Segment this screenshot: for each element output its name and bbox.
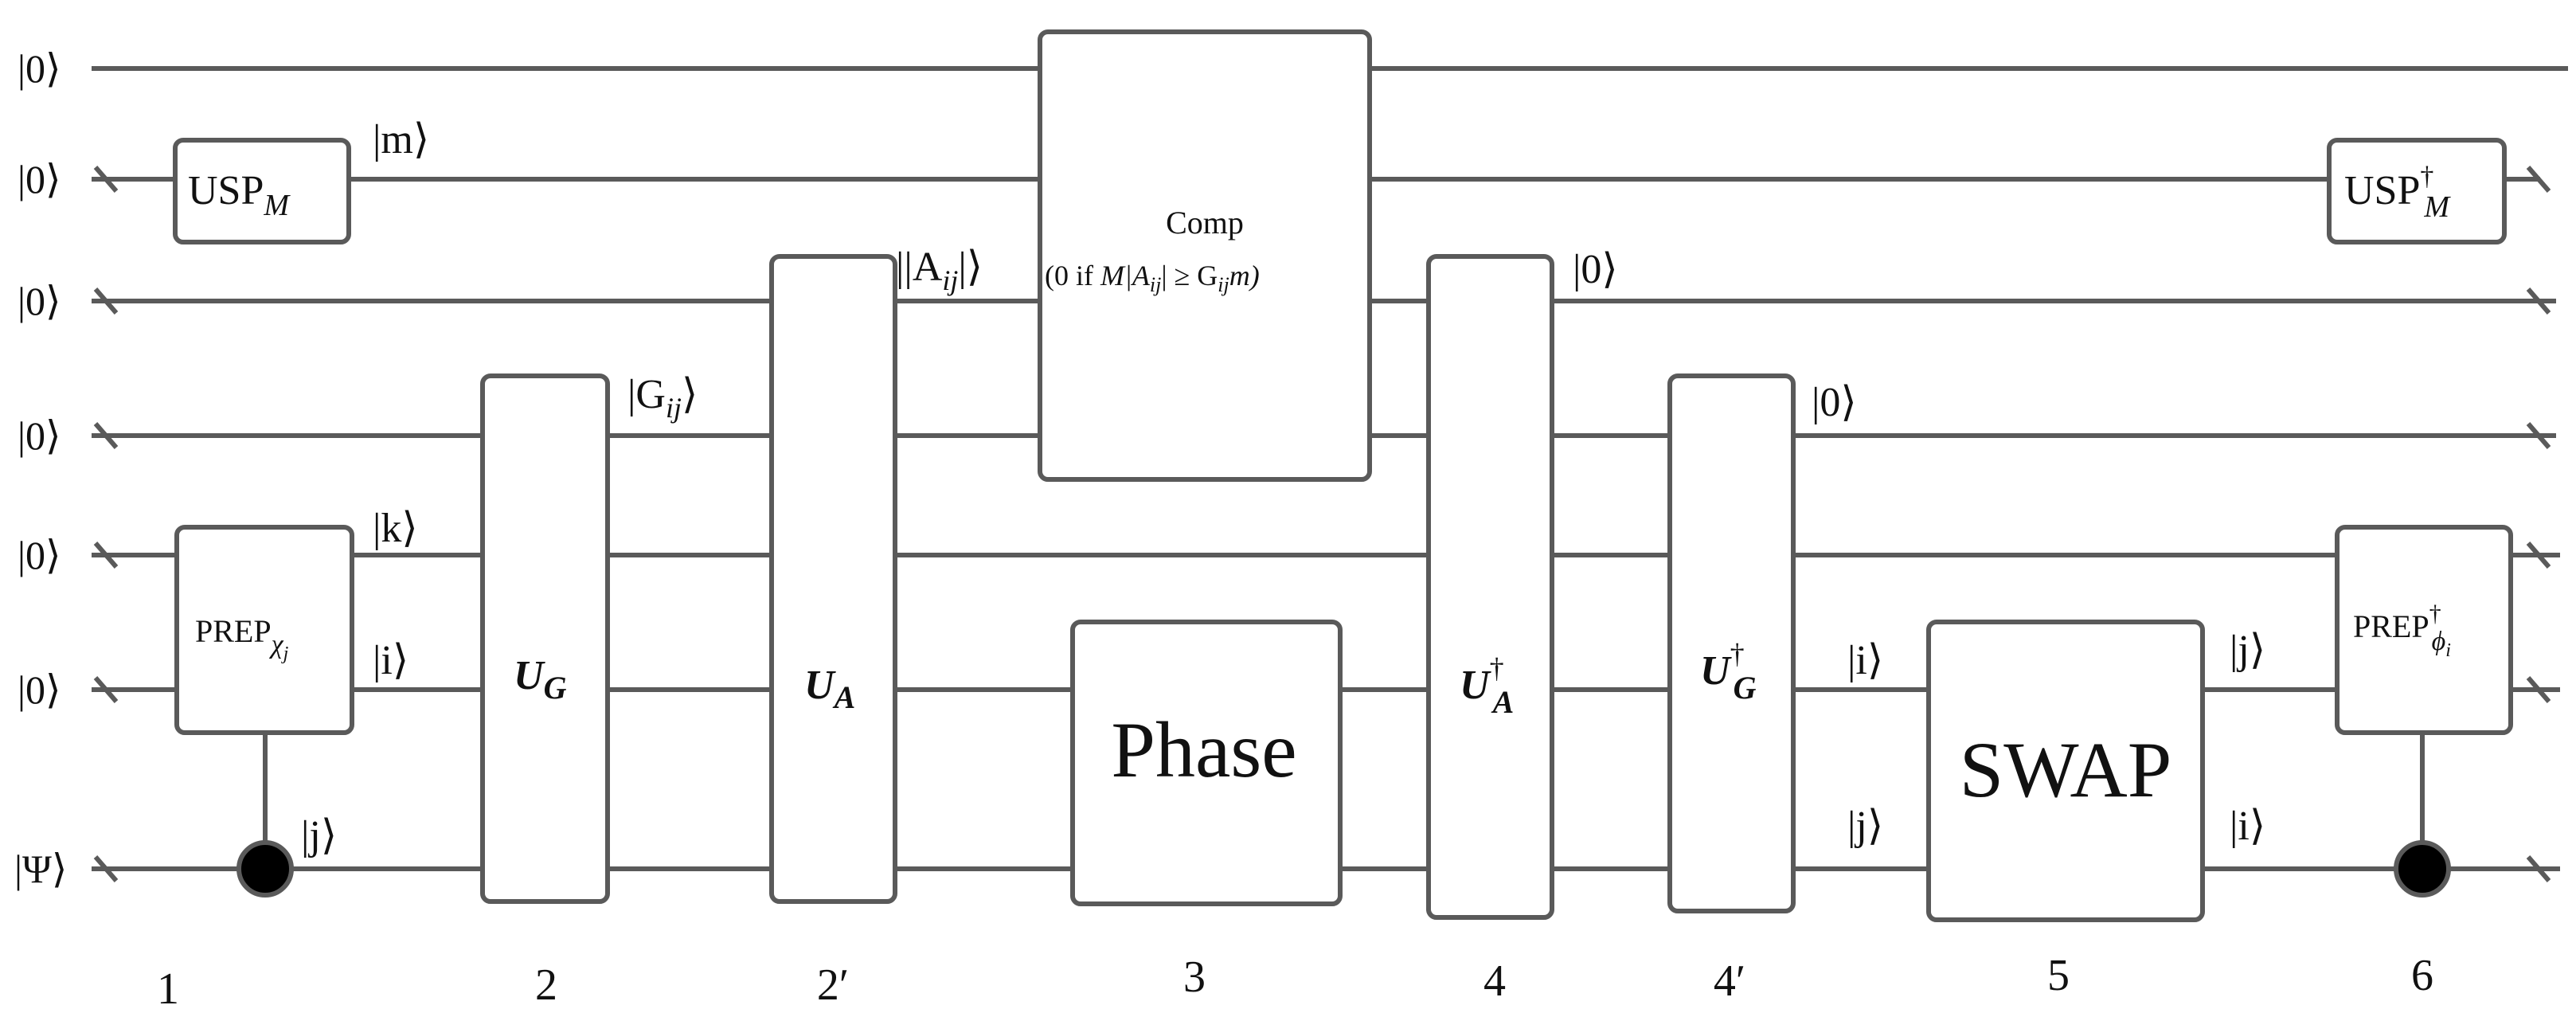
phase-label: Phase [1111,706,1296,794]
state-label: |0⟩ [1573,247,1618,292]
step-label: 4′ [1714,956,1745,1006]
svg-text:UA: UA [804,663,855,715]
prep-phi-dagger-gate: PREP†ϕi [2335,525,2513,735]
state-label: ||Aij|⟩ [896,244,983,296]
state-label: |0⟩ [1812,380,1857,425]
control-dot [236,840,294,898]
gate-sub: M [2423,190,2451,224]
gate-main: U [804,663,836,708]
slash-icon [93,422,119,449]
input-label: |Ψ⟩ [14,847,67,891]
gate-sub: A [832,679,856,715]
gate-main: U [514,653,545,698]
state-label: |i⟩ [373,638,408,683]
svg-text:PREP†ϕi: PREP†ϕi [2353,600,2451,661]
step-label: 1 [157,964,179,1009]
swap-gate: SWAP [1926,620,2205,922]
gate-subsub: i [2445,640,2451,661]
gate-sub: χ [269,630,284,659]
state-label: |j⟩ [301,813,337,858]
slash-icon [2526,676,2551,703]
gate-sub: A [1491,684,1515,720]
svg-text:(0 if M|Aij| ≥ Gijm): (0 if M|Aij| ≥ Gijm) [1045,260,1260,296]
register-slashes [93,166,2551,882]
gate-sup: † [2420,162,2433,191]
step-label: 2′ [817,960,849,1009]
comp-gate: Comp (0 if M|Aij| ≥ Gijm) [1038,29,1372,482]
phase-gate: Phase [1070,620,1343,906]
gate-sup: † [1730,638,1745,670]
input-label: |0⟩ [18,157,61,201]
slash-icon [2526,542,2551,569]
gate-main: USP [2344,168,2420,213]
state-label: |k⟩ [373,506,418,551]
control-dot [2394,840,2451,898]
slash-icon [93,676,119,703]
usp-m-gate: USPM [173,138,351,244]
u-g-dagger-gate: U†G [1667,373,1796,913]
gate-main: PREP [195,613,272,649]
step-label: 5 [2047,951,2070,1000]
gate-sub: G [1734,670,1757,706]
slash-icon [2526,166,2551,193]
input-label: |0⟩ [18,413,61,458]
step-label: 4 [1483,956,1506,1006]
gate-sub: M [263,189,291,222]
gate-sub: ϕ [2432,627,2446,656]
state-label: |Gij⟩ [627,372,698,424]
slash-icon [2526,287,2551,315]
svg-text:U†A: U†A [1460,652,1514,720]
svg-text:USP†M: USP†M [2344,162,2451,224]
state-label: |i⟩ [2230,804,2265,849]
state-label: |i⟩ [1847,638,1883,683]
slash-icon [2526,855,2551,882]
step-labels: 1 2 2′ 3 4 4′ 5 6 [157,951,2433,1009]
gate-main: U [1700,648,1732,694]
svg-text:PREPχj: PREPχj [195,613,289,664]
input-label: |0⟩ [18,279,61,323]
state-labels: |m⟩ ||Aij|⟩ |Gij⟩ |k⟩ |i⟩ |j⟩ |0⟩ |0⟩ |i… [301,117,2265,858]
slash-icon [93,287,119,315]
gate-sub: G [544,670,567,706]
input-label: |0⟩ [18,46,61,91]
slash-icon [2526,422,2551,449]
comp-title: Comp [1166,205,1244,241]
prep-chi-gate: PREPχj [174,525,354,735]
u-g-gate: UG [480,373,610,904]
comp-cond: (0 if [1045,260,1100,291]
state-label: |j⟩ [2230,628,2265,673]
gate-main: USP [188,168,264,213]
input-label: |0⟩ [18,667,61,712]
u-a-gate: UA [769,254,897,904]
svg-text:UG: UG [514,653,567,706]
step-label: 3 [1183,952,1206,1002]
state-label: |m⟩ [373,117,429,162]
gate-main: U [1460,663,1491,708]
slash-icon [93,855,119,882]
slash-icon [93,542,119,569]
step-label: 6 [2411,951,2433,1000]
svg-text:USPM: USPM [188,168,291,222]
gate-sup: † [1490,652,1504,684]
svg-text:U†G: U†G [1700,638,1757,706]
state-label: |j⟩ [1847,804,1883,849]
gate-main: PREP [2353,608,2429,644]
u-a-dagger-gate: U†A [1426,254,1554,920]
slash-icon [93,166,119,193]
gate-subsub: j [281,643,289,664]
swap-label: SWAP [1960,725,2172,814]
input-label: |0⟩ [18,533,61,577]
input-labels: |0⟩ |0⟩ |0⟩ |0⟩ |0⟩ |0⟩ |Ψ⟩ [14,46,67,891]
step-label: 2 [535,960,557,1009]
usp-m-dagger-gate: USP†M [2327,138,2507,244]
gate-sup: † [2429,600,2441,627]
